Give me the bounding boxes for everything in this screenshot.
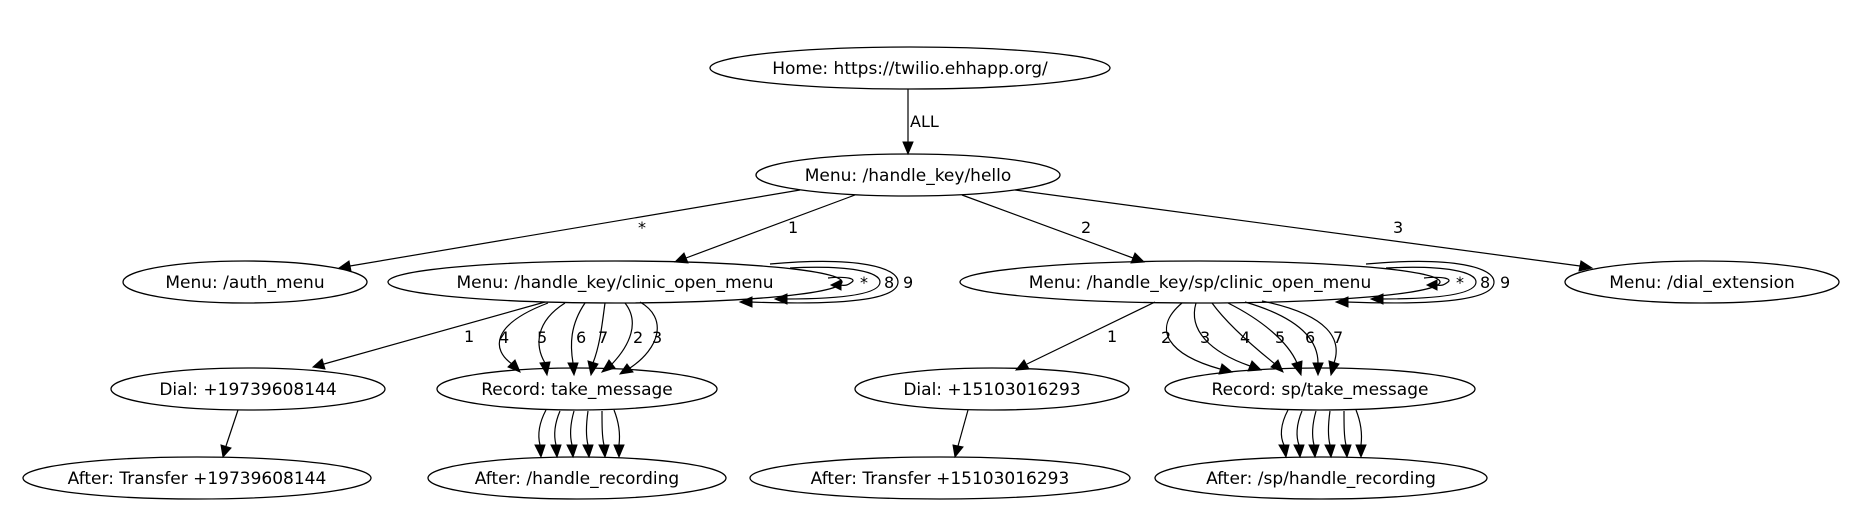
- edge-record2-after4-d: [1324, 410, 1336, 459]
- edge-clinic-rec-3: 3: [618, 301, 662, 375]
- edge-sp-dial2: 1: [1014, 301, 1156, 371]
- node-dial-2: Dial: +15103016293: [854, 367, 1130, 411]
- edge-clinic-self-8: 8: [773, 266, 894, 305]
- edge-sp-self-8-label: 8: [1480, 273, 1490, 292]
- edge-hello-auth: *: [337, 189, 801, 272]
- edge-clinic-self-9-label: 9: [903, 273, 913, 292]
- node-dial-2-label: Dial: +15103016293: [903, 380, 1080, 400]
- edge-record1-after2-b: [550, 410, 562, 459]
- node-clinic-open-menu-label: Menu: /handle_key/clinic_open_menu: [456, 273, 773, 293]
- edge-clinic-dial1: 1: [311, 301, 546, 370]
- edge-clinic-self-8-label: 8: [884, 273, 894, 292]
- edge-clinic-rec-3-label: 3: [652, 328, 662, 347]
- node-after-1: After: Transfer +19739608144: [22, 456, 372, 500]
- edge-hello-spclinic-label: 2: [1081, 218, 1091, 237]
- edge-record2-after4-f: [1355, 409, 1367, 459]
- node-auth-menu: Menu: /auth_menu: [122, 260, 368, 304]
- node-after-2-label: After: /handle_recording: [475, 469, 679, 489]
- edge-sp-rec-6-label: 6: [1305, 328, 1315, 347]
- edge-sp-rec-4: 4: [1211, 302, 1284, 373]
- node-after-3: After: Transfer +15103016293: [749, 456, 1131, 500]
- node-hello-label: Menu: /handle_key/hello: [805, 166, 1012, 186]
- edge-record1-after2-d: [582, 410, 594, 459]
- edge-clinic-rec-2: 2: [600, 302, 643, 373]
- node-clinic-open-menu: Menu: /handle_key/clinic_open_menu: [387, 260, 843, 304]
- edge-record2-after4-e: [1340, 410, 1352, 459]
- node-after-4: After: /sp/handle_recording: [1154, 456, 1488, 500]
- node-after-3-label: After: Transfer +15103016293: [811, 469, 1070, 489]
- edge-clinic-rec-4-label: 4: [499, 328, 509, 347]
- node-sp-clinic-open-menu: Menu: /handle_key/sp/clinic_open_menu: [959, 260, 1441, 304]
- node-home: Home: https://twilio.ehhapp.org/: [709, 46, 1111, 90]
- edge-clinic-rec-6-label: 6: [576, 328, 586, 347]
- edge-sp-self-star-label: *: [1456, 273, 1464, 292]
- edge-sp-rec-7-label: 7: [1333, 328, 1343, 347]
- node-after-4-label: After: /sp/handle_recording: [1206, 469, 1436, 489]
- edge-clinic-dial1-label: 1: [464, 327, 474, 346]
- edge-hello-clinic: 1: [673, 194, 856, 264]
- edge-record2-after4-b: [1293, 410, 1305, 459]
- edge-hello-clinic-label: 1: [788, 218, 798, 237]
- edge-clinic-self-9: 9: [738, 260, 913, 308]
- node-after-2: After: /handle_recording: [427, 456, 727, 500]
- node-dial-extension-label: Menu: /dial_extension: [1609, 273, 1795, 293]
- edge-hello-auth-label: *: [638, 218, 646, 237]
- edge-record1-after2-c: [566, 410, 578, 459]
- edge-clinic-self-star: *: [827, 273, 868, 292]
- edge-hello-dialext: 3: [1014, 189, 1594, 272]
- edge-record2-after4-a: [1278, 409, 1290, 459]
- edge-hello-dialext-label: 3: [1393, 218, 1403, 237]
- edge-sp-rec-4-label: 4: [1240, 328, 1250, 347]
- node-record-2: Record: sp/take_message: [1164, 367, 1476, 411]
- node-record-1-label: Record: take_message: [481, 380, 673, 400]
- edge-sp-rec-5: 5: [1227, 302, 1303, 377]
- edge-record1-after2-e: [598, 410, 610, 459]
- node-after-1-label: After: Transfer +19739608144: [68, 469, 327, 489]
- edge-clinic-rec-5-label: 5: [537, 328, 547, 347]
- edge-sp-rec-3-label: 3: [1200, 328, 1210, 347]
- edge-sp-self-9: 9: [1334, 260, 1510, 308]
- edge-sp-rec-7: 7: [1261, 300, 1343, 377]
- edge-sp-dial2-label: 1: [1107, 327, 1117, 346]
- node-auth-menu-label: Menu: /auth_menu: [165, 273, 324, 293]
- edge-clinic-rec-5: 5: [537, 302, 566, 377]
- edge-sp-self-star: *: [1423, 273, 1464, 292]
- node-dial-1: Dial: +19739608144: [110, 367, 386, 411]
- edge-sp-self-9-label: 9: [1500, 273, 1510, 292]
- edge-sp-rec-6: 6: [1244, 301, 1324, 377]
- edge-sp-rec-3: 3: [1193, 302, 1263, 372]
- node-record-2-label: Record: sp/take_message: [1212, 380, 1429, 400]
- edge-sp-rec-2-label: 2: [1161, 328, 1171, 347]
- edge-dial1-after1: [220, 409, 239, 459]
- edge-clinic-self-star-label: *: [860, 273, 868, 292]
- edge-record1-after2-a: [534, 409, 547, 459]
- edge-clinic-rec-7-label: 7: [598, 328, 608, 347]
- edge-record2-after4-c: [1308, 410, 1320, 459]
- edge-sp-rec-5-label: 5: [1275, 328, 1285, 347]
- edge-record1-after2-f: [613, 409, 625, 459]
- edge-clinic-rec-4: 4: [498, 302, 549, 373]
- node-home-label: Home: https://twilio.ehhapp.org/: [772, 59, 1048, 79]
- edge-hello-spclinic: 2: [961, 194, 1146, 264]
- edge-home-hello: ALL: [902, 89, 939, 156]
- node-dial-extension: Menu: /dial_extension: [1564, 260, 1840, 304]
- node-hello: Menu: /handle_key/hello: [755, 153, 1061, 197]
- edge-home-hello-label: ALL: [910, 112, 939, 131]
- edge-sp-rec-2: 2: [1161, 302, 1234, 375]
- node-record-1: Record: take_message: [436, 367, 718, 411]
- edge-sp-self-8: 8: [1369, 266, 1490, 305]
- edge-clinic-rec-7: 7: [587, 302, 608, 377]
- edge-clinic-rec-6: 6: [567, 302, 586, 377]
- edge-dial2-after3: [952, 409, 969, 459]
- node-sp-clinic-open-menu-label: Menu: /handle_key/sp/clinic_open_menu: [1029, 273, 1371, 293]
- node-dial-1-label: Dial: +19739608144: [159, 380, 336, 400]
- edge-clinic-rec-2-label: 2: [633, 328, 643, 347]
